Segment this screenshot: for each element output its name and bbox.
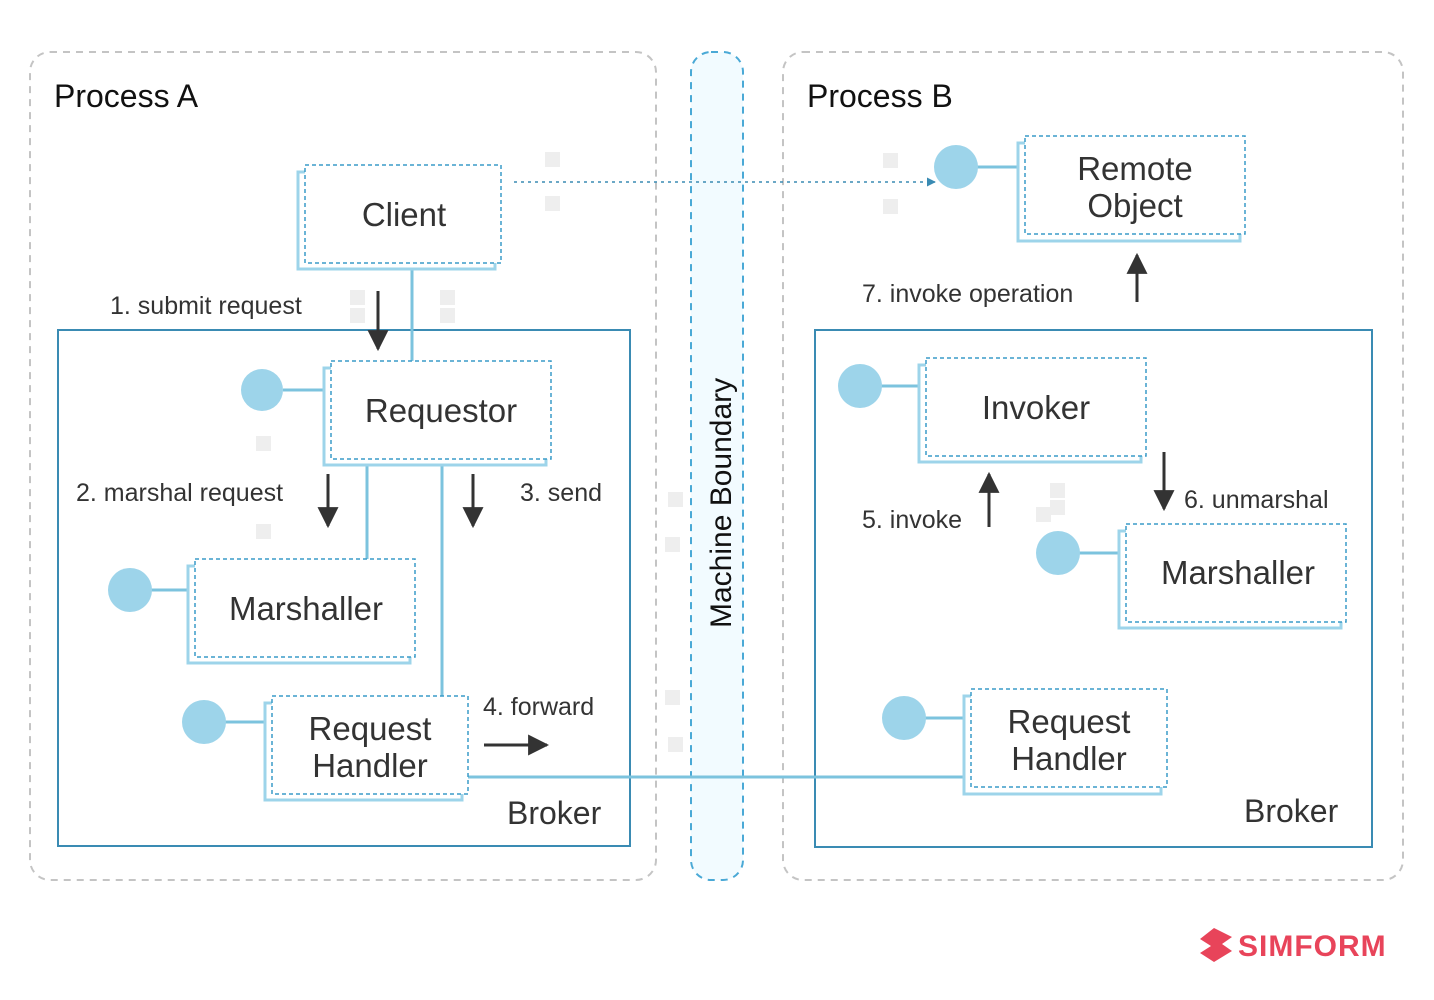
connector-lines bbox=[150, 165, 1121, 779]
remote-object-box: Remote Object bbox=[1016, 135, 1246, 243]
process-b-title: Process B bbox=[807, 78, 953, 114]
simform-logo-icon bbox=[1200, 928, 1232, 962]
broker-a-container bbox=[57, 329, 631, 847]
invoker-box: Invoker bbox=[917, 357, 1147, 464]
request-handler-b-label-line1: Request bbox=[1008, 703, 1131, 740]
requestor-interface-icon bbox=[241, 369, 283, 411]
simform-logo-text: SIMFORM bbox=[1238, 930, 1387, 963]
step-6-label: 6. unmarshal bbox=[1184, 486, 1329, 514]
marshaller-b-interface-icon bbox=[1036, 531, 1080, 575]
remote-object-label-line2: Object bbox=[1087, 187, 1182, 224]
broker-b-label: Broker bbox=[1244, 793, 1339, 829]
simform-logo: SIMFORM bbox=[1200, 928, 1387, 963]
machine-boundary bbox=[690, 51, 744, 881]
client-box: Client bbox=[296, 164, 502, 271]
invoker-label: Invoker bbox=[982, 389, 1090, 426]
broker-a-label: Broker bbox=[507, 795, 602, 831]
marshaller-a-box: Marshaller bbox=[186, 558, 416, 665]
step-1-label: 1. submit request bbox=[110, 292, 302, 320]
request-handler-a-label-line1: Request bbox=[309, 710, 432, 747]
request-handler-a-interface-icon bbox=[182, 700, 226, 744]
invoker-interface-icon bbox=[838, 364, 882, 408]
remote-object-label-line1: Remote bbox=[1077, 150, 1193, 187]
requestor-label: Requestor bbox=[365, 392, 517, 429]
decorative-squares bbox=[256, 152, 1065, 752]
process-a-container bbox=[29, 51, 657, 881]
marshaller-a-interface-icon bbox=[108, 568, 152, 612]
requestor-box: Requestor bbox=[322, 360, 552, 467]
request-handler-a-label-line2: Handler bbox=[312, 747, 428, 784]
marshaller-a-label: Marshaller bbox=[229, 590, 383, 627]
process-a-title: Process A bbox=[54, 78, 199, 114]
step-3-label: 3. send bbox=[520, 479, 602, 507]
step-2-label: 2. marshal request bbox=[76, 479, 283, 507]
step-4-label: 4. forward bbox=[483, 693, 594, 721]
request-handler-b-interface-icon bbox=[882, 696, 926, 740]
request-handler-a-box: Request Handler bbox=[263, 695, 469, 802]
request-handler-b-label-line2: Handler bbox=[1011, 740, 1127, 777]
request-handler-b-box: Request Handler bbox=[962, 688, 1168, 796]
step-7-label: 7. invoke operation bbox=[862, 280, 1073, 308]
marshaller-b-label: Marshaller bbox=[1161, 554, 1315, 591]
machine-boundary-label: Machine Boundary bbox=[705, 378, 738, 628]
broker-b-container bbox=[814, 329, 1373, 848]
client-label: Client bbox=[362, 196, 446, 233]
remote-object-interface-icon bbox=[934, 145, 978, 189]
step-5-label: 5. invoke bbox=[862, 506, 962, 534]
process-b-container bbox=[782, 51, 1404, 881]
marshaller-b-box: Marshaller bbox=[1117, 523, 1347, 630]
